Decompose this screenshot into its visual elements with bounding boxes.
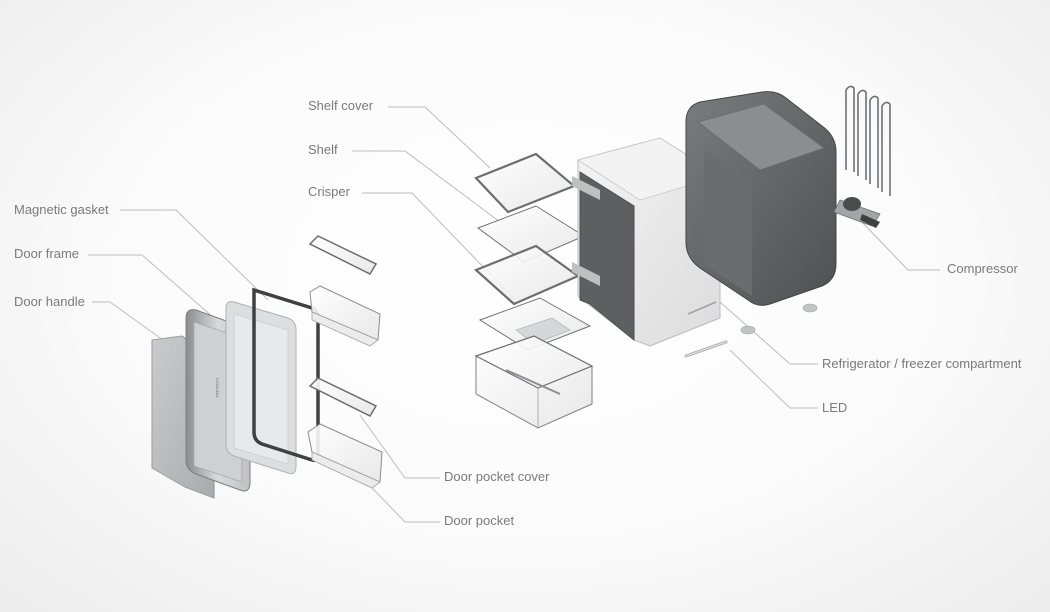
door-pocket-cover-bottom	[308, 377, 378, 417]
label-compartment: Refrigerator / freezer compartment	[822, 356, 1022, 371]
feet-parts	[740, 303, 818, 335]
crisper-drawer-part	[474, 335, 594, 429]
compressor-part	[833, 85, 891, 228]
label-door-frame: Door frame	[14, 246, 80, 261]
door-inner-liner	[225, 301, 297, 475]
door-pocket-bottom	[307, 423, 383, 489]
outer-shell	[685, 91, 837, 306]
leader-lines	[88, 106, 940, 523]
leader-shelf-cover	[388, 106, 491, 169]
label-crisper: Crisper	[308, 184, 350, 199]
leader-shelf	[352, 150, 501, 223]
leader-led	[729, 349, 818, 409]
door-pocket-top	[309, 285, 381, 347]
shelf-cover-part	[474, 152, 577, 214]
crisper-cover-part	[473, 244, 581, 306]
leader-crisper	[362, 192, 516, 301]
led-part	[684, 340, 728, 358]
leader-compressor	[857, 217, 940, 271]
label-magnetic-gasket: Magnetic gasket	[14, 202, 109, 217]
label-door-handle: Door handle	[14, 294, 85, 309]
label-led: LED	[822, 400, 848, 415]
leader-magnetic-gasket	[120, 209, 269, 301]
label-shelf-cover: Shelf cover	[308, 98, 374, 113]
door-brand-mark: KOOLMAX	[215, 378, 220, 398]
leader-door-frame	[88, 254, 223, 326]
label-door-pocket-cover: Door pocket cover	[444, 469, 550, 484]
label-shelf: Shelf	[308, 142, 338, 157]
label-door-pocket: Door pocket	[444, 513, 515, 528]
label-compressor: Compressor	[947, 261, 1018, 276]
leader-compartment	[719, 301, 818, 365]
leader-door-pocket-cover	[359, 414, 440, 479]
door-pocket-cover-top	[308, 235, 378, 275]
leader-door-handle	[92, 301, 171, 346]
compartment-liner	[572, 137, 721, 347]
